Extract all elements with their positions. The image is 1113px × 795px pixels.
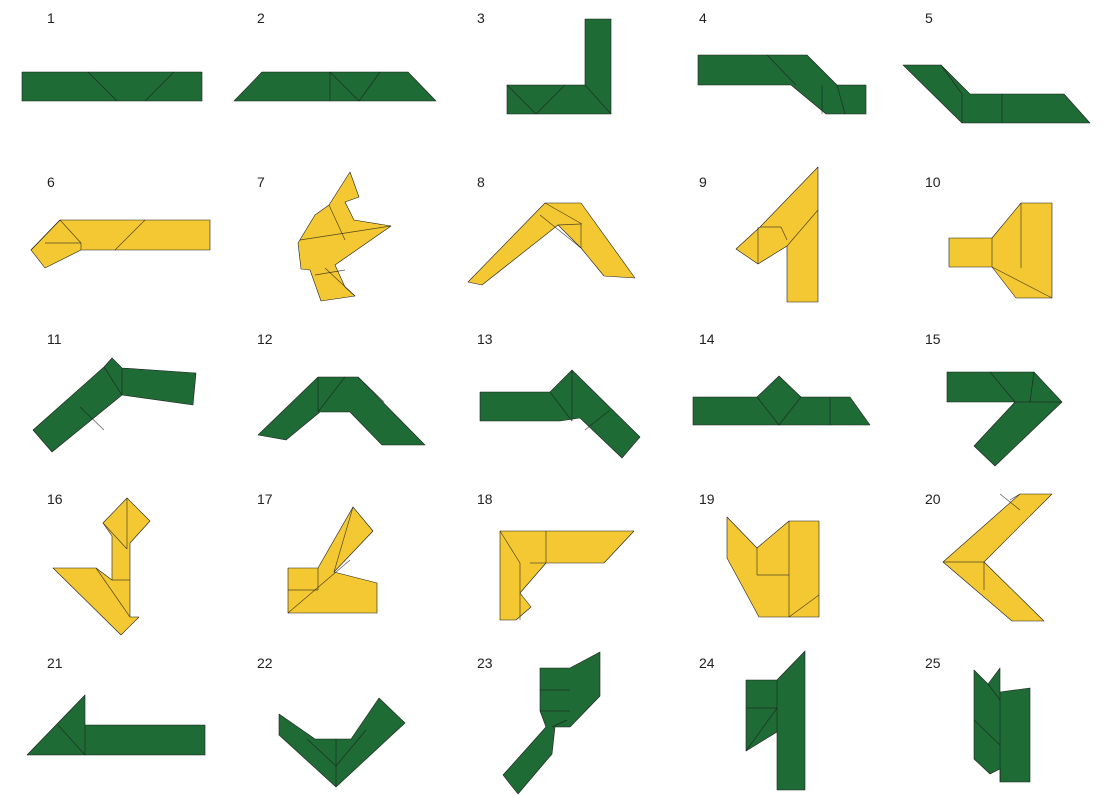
figure-number-label: 15 (925, 331, 941, 347)
figure-number-label: 25 (925, 655, 941, 671)
figure-number-label: 16 (47, 491, 63, 507)
figure-number-label: 4 (699, 10, 707, 26)
figure-number-label: 18 (477, 491, 493, 507)
figure-number-label: 21 (47, 655, 63, 671)
figure-number-label: 5 (925, 10, 933, 26)
figure-number-label: 23 (477, 655, 493, 671)
figure-number-label: 6 (47, 174, 55, 190)
figure-number-label: 8 (477, 174, 485, 190)
figure-number-label: 11 (47, 331, 62, 347)
figure-number-label: 14 (699, 331, 715, 347)
figure-number-label: 1 (47, 10, 55, 26)
figure-number-label: 24 (699, 655, 715, 671)
tangram-silhouette (22, 72, 202, 101)
tangram-silhouette (234, 72, 436, 101)
figure-number-label: 20 (925, 491, 941, 507)
figure-number-label: 2 (257, 10, 265, 26)
figure-number-label: 3 (477, 10, 485, 26)
figure-number-label: 10 (925, 174, 941, 190)
figure-number-label: 9 (699, 174, 707, 190)
figure-number-label: 12 (257, 331, 273, 347)
figure-number-label: 7 (257, 174, 265, 190)
figure-number-label: 17 (257, 491, 273, 507)
figure-number-label: 22 (257, 655, 273, 671)
figure-number-label: 19 (699, 491, 715, 507)
figure-number-label: 13 (477, 331, 493, 347)
